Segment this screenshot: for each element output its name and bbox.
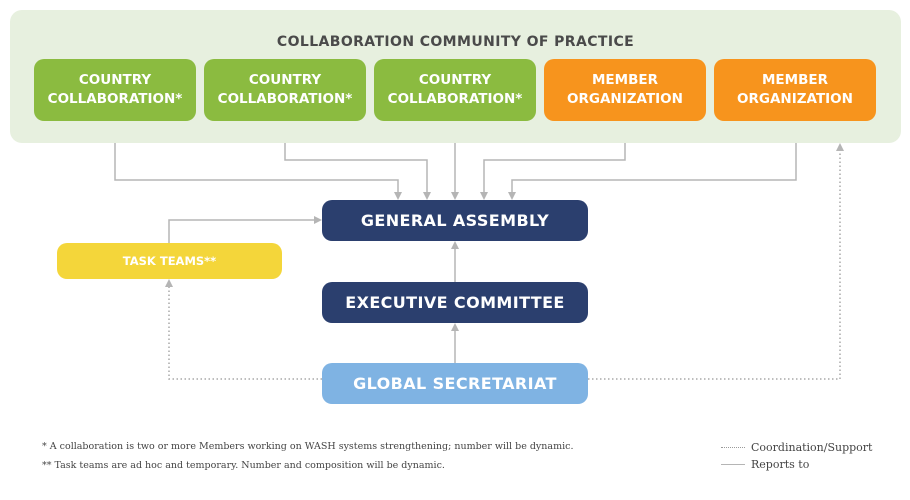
reports-to-line — [480, 143, 626, 200]
legend-coordination-label: Coordination/Support — [751, 440, 873, 454]
general-assembly-box: GENERAL ASSEMBLY — [322, 200, 588, 241]
community-title: COLLABORATION COMMUNITY OF PRACTICE — [276, 34, 635, 50]
solid-line-swatch — [721, 463, 745, 465]
footnote-task-teams: ** Task teams are ad hoc and temporary. … — [42, 460, 445, 471]
executive-committee-box: EXECUTIVE COMMITTEE — [322, 282, 588, 323]
coordination-line — [165, 279, 322, 380]
reports-to-line — [508, 143, 797, 200]
coordination-line — [588, 143, 844, 380]
legend-coordination: Coordination/Support — [721, 440, 872, 454]
task-teams-box: TASK TEAMS** — [57, 243, 282, 279]
reports-to-line — [168, 216, 322, 243]
reports-to-line — [114, 143, 402, 200]
legend-reports-to: Reports to — [721, 457, 809, 471]
global-secretariat-box: GLOBAL SECRETARIAT — [322, 363, 588, 404]
reports-to-line — [284, 143, 431, 200]
dotted-line-swatch — [721, 446, 745, 448]
legend-reports-to-label: Reports to — [751, 457, 810, 471]
footnote-collaboration: * A collaboration is two or more Members… — [42, 441, 574, 452]
